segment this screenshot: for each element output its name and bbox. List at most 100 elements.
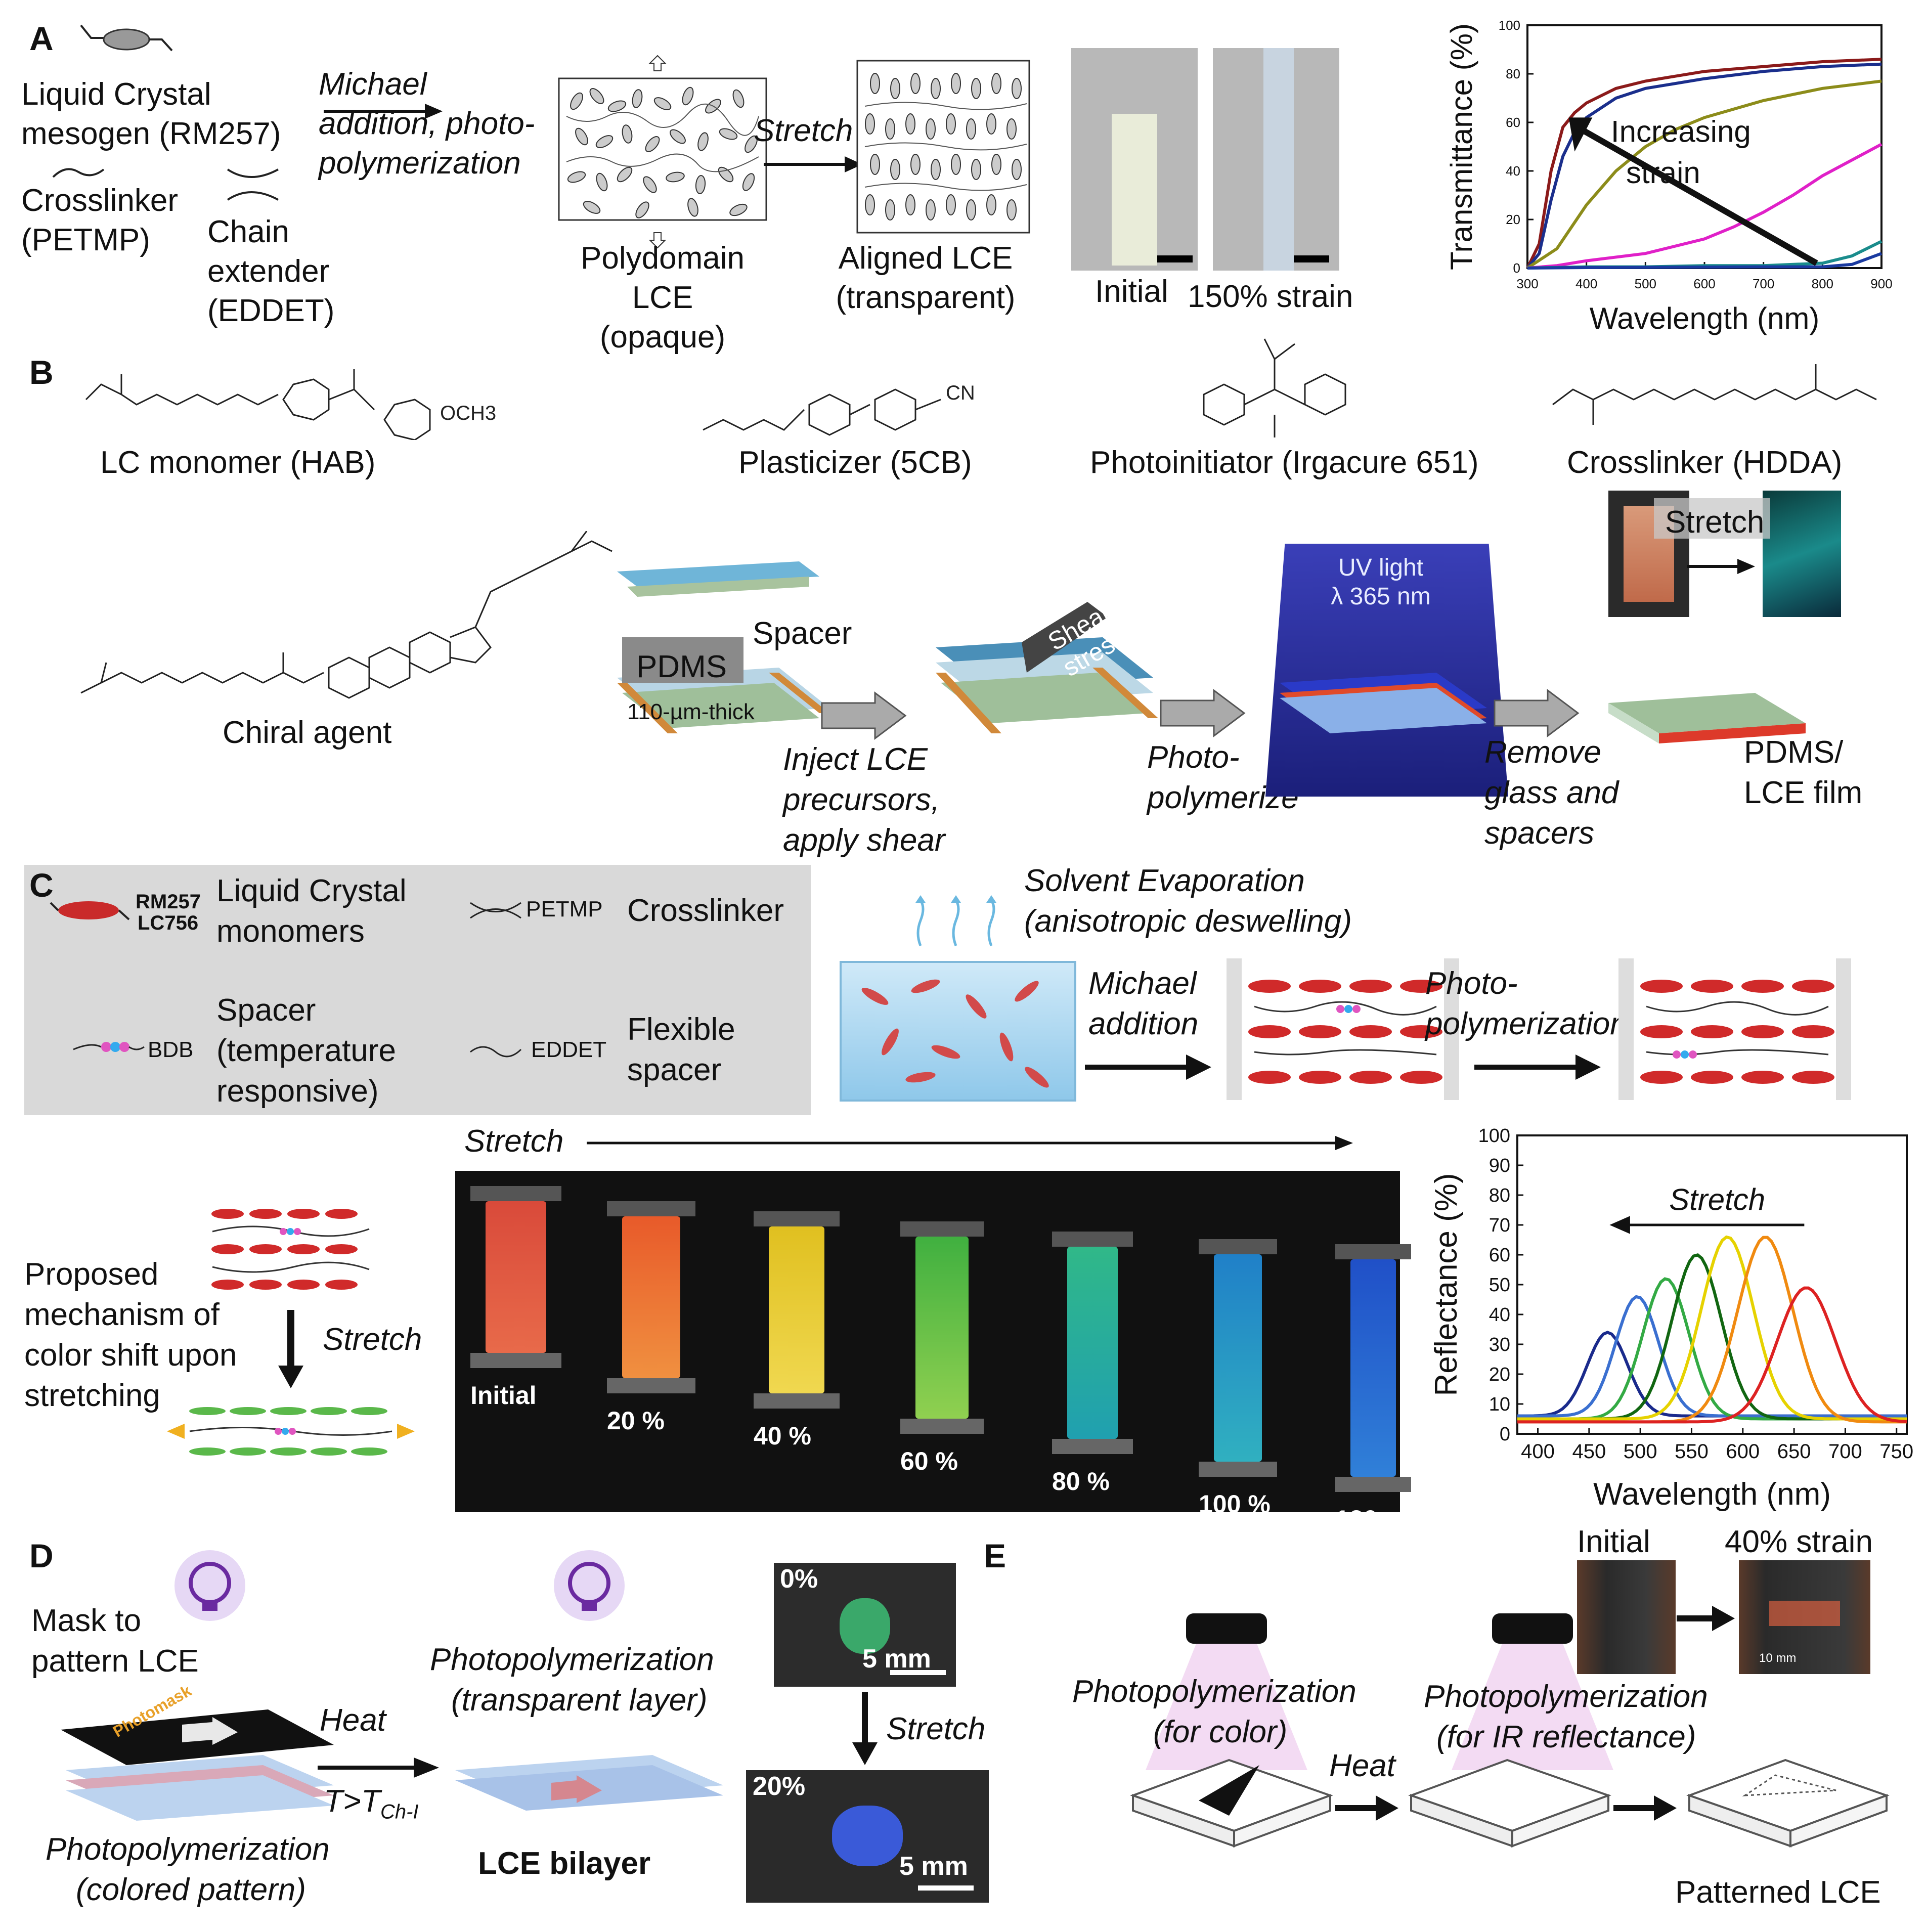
refl-ytick-label: 90 xyxy=(1489,1155,1510,1176)
stretch-label-d: Stretch xyxy=(886,1711,986,1746)
trans-xtick-label: 700 xyxy=(1753,276,1774,291)
process-arrow-3 xyxy=(1494,689,1580,737)
trans-xtick-label: 400 xyxy=(1575,276,1597,291)
cn-text: CN xyxy=(946,382,975,404)
refl-ytick-label: 50 xyxy=(1489,1275,1510,1296)
trans-xtick-label: 500 xyxy=(1635,276,1656,291)
trans-ytick-label: 0 xyxy=(1513,260,1520,276)
lc-monomer-label: LC monomer (HAB) xyxy=(100,445,376,480)
panel-c-legend xyxy=(24,865,811,1115)
e-lamp-2 xyxy=(1452,1613,1613,1770)
crosslinker-icon xyxy=(52,168,105,178)
strip-clamp xyxy=(1199,1462,1277,1477)
strip-clamp xyxy=(607,1201,695,1216)
e-heat-label: Heat xyxy=(1329,1748,1395,1783)
spacer-temp-label: Spacer (temperature responsive) xyxy=(216,993,396,1109)
stretch-arrow-b xyxy=(1687,559,1755,574)
strain-strip xyxy=(1214,1254,1262,1462)
michael-arrow xyxy=(1085,1055,1211,1080)
panel-d-label: D xyxy=(29,1537,54,1574)
thickness-label: 110-µm-thick xyxy=(627,699,755,724)
trans-xtick-label: 300 xyxy=(1516,276,1538,291)
strain-label: 120 % xyxy=(1335,1505,1378,1563)
eddet-icon xyxy=(470,1046,522,1058)
spacer-label: Spacer xyxy=(753,616,852,651)
refl-ytick-label: 100 xyxy=(1478,1125,1510,1147)
strip-clamp xyxy=(1335,1244,1411,1259)
e-lamp-1 xyxy=(1146,1613,1307,1770)
photo-transparent-1: Photopolymerization xyxy=(430,1642,714,1677)
strip-clamp xyxy=(1199,1239,1277,1254)
polydomain-label: Polydomain LCE (opaque) xyxy=(581,241,745,355)
bilayer-stack xyxy=(455,1755,723,1811)
reaction-label: Michael addition, photo-polymerization xyxy=(319,67,535,181)
petmp-icon xyxy=(470,902,521,919)
trans-ytick-label: 20 xyxy=(1506,212,1520,227)
strain-strip xyxy=(1067,1247,1118,1439)
pdms-label-b: PDMS xyxy=(636,649,727,684)
mechanism-network-top xyxy=(211,1209,370,1290)
uv-light-label: UV light xyxy=(1338,554,1424,581)
strain-label: 60 % xyxy=(900,1447,958,1475)
panel-e-label: E xyxy=(984,1537,1006,1574)
initial-photo xyxy=(1071,48,1198,271)
e-strain-photo xyxy=(1739,1560,1870,1674)
mechanism-label: Proposed mechanism of color shift upon s… xyxy=(24,1257,237,1413)
trans-annotation-arrowhead xyxy=(1568,117,1593,152)
patterned-label: Patterned LCE xyxy=(1675,1875,1881,1910)
refl-xlabel: Wavelength (nm) xyxy=(1593,1477,1831,1512)
strain-label: Initial xyxy=(470,1381,537,1410)
cell-assembly-illustration xyxy=(617,561,829,733)
stretch-arrow-d xyxy=(852,1692,878,1765)
shear-illustration xyxy=(936,602,1158,733)
process-arrow-2 xyxy=(1160,689,1246,737)
trans-xlabel: Wavelength (nm) xyxy=(1590,301,1820,335)
bilayer-label: LCE bilayer xyxy=(478,1846,651,1881)
refl-ytick-label: 70 xyxy=(1489,1215,1510,1236)
stretch-label-a: Stretch xyxy=(754,113,853,148)
petmp-label: PETMP xyxy=(526,897,603,921)
panel-a-label: A xyxy=(29,20,54,57)
process-arrow-1 xyxy=(821,691,907,740)
refl-ytick-label: 10 xyxy=(1489,1394,1510,1415)
pattern-photo-20 xyxy=(746,1770,989,1903)
bdb-label: BDB xyxy=(148,1037,194,1062)
refl-ylabel: Reflectance (%) xyxy=(1429,1173,1464,1396)
hab-structure: OCH3 xyxy=(85,369,496,440)
strain-label: 100 % xyxy=(1199,1490,1271,1518)
5cb-structure: CN xyxy=(703,382,975,436)
strain-photo xyxy=(1213,48,1339,271)
solvent-molecules xyxy=(861,979,1049,1088)
e-final-arrow xyxy=(1613,1795,1677,1821)
trans-xtick-label: 800 xyxy=(1812,276,1833,291)
refl-xtick-label: 550 xyxy=(1675,1440,1709,1463)
step3-label: Remove glass and spacers xyxy=(1484,735,1619,851)
chiral-agent-structure xyxy=(80,531,612,699)
refl-series-line-6 xyxy=(1517,1286,1907,1424)
plasticizer-label: Plasticizer (5CB) xyxy=(738,445,972,480)
strain-strip xyxy=(1350,1259,1396,1477)
chain-extender-icon xyxy=(227,168,279,201)
polydomain-lce-diagram xyxy=(558,55,767,249)
bdb-icon xyxy=(73,1042,145,1052)
mesogen-label: Liquid Crystal mesogen (RM257) xyxy=(21,77,281,151)
refl-ytick-label: 80 xyxy=(1489,1185,1510,1206)
refl-ytick-label: 60 xyxy=(1489,1245,1510,1266)
pct20-label: 20% xyxy=(753,1772,806,1801)
pattern-photo-0 xyxy=(774,1563,956,1687)
refl-annotation: Stretch xyxy=(1669,1183,1765,1217)
heat-label-d: Heat xyxy=(320,1703,386,1738)
trans-ylabel: Transmittance (%) xyxy=(1444,23,1478,270)
network-2 xyxy=(1618,958,1851,1100)
lc-monomers-label: Liquid Crystal monomers xyxy=(216,873,407,949)
e-plate-2 xyxy=(1408,1759,1611,1848)
trans-series-line-1 xyxy=(1526,62,1882,269)
scale0-label: 5 mm xyxy=(862,1644,931,1674)
e-photo-color-2: (for color) xyxy=(1153,1715,1288,1749)
uv-wavelength-label: λ 365 nm xyxy=(1331,583,1431,610)
photo-colored-1: Photopolymerization xyxy=(46,1832,330,1867)
aligned-label: Aligned LCE (transparent) xyxy=(836,241,1016,315)
irgacure-structure xyxy=(1203,338,1346,437)
